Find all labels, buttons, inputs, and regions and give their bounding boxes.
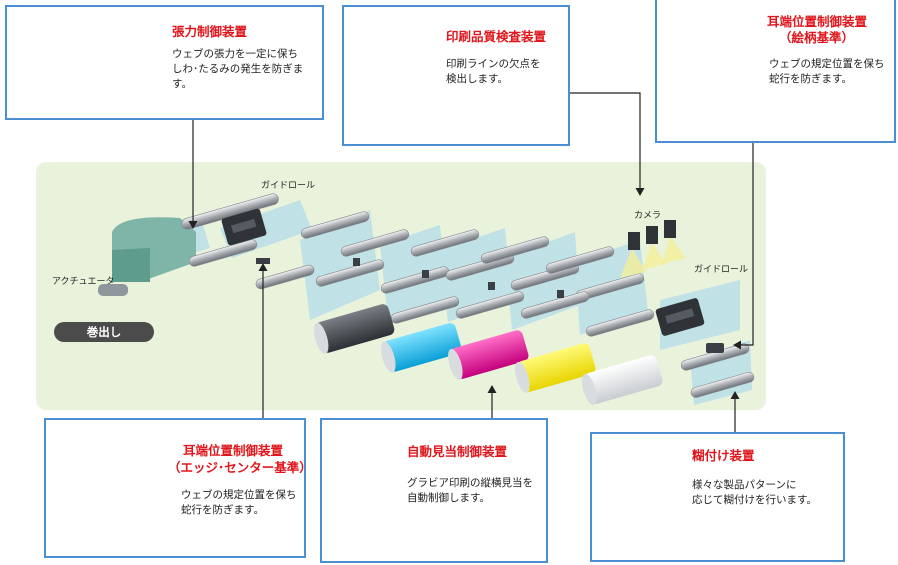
tension-control-desc-1: ウェブの張力を一定に保ち [172,48,298,60]
print-cylinders [313,304,663,405]
gluing-box: 糊付け装置 様々な製品パターンに 応じて糊付けを行います。 [590,432,845,562]
epc-pattern-desc-2: 蛇行を防ぎます。 [769,73,852,85]
tension-control-box: 張力制御装置 ウェブの張力を一定に保ち しわ･たるみの発生を防ぎま す。 [5,5,324,120]
print-inspection-desc-1: 印刷ラインの欠点を [446,58,541,70]
epc-pattern-title-1: 耳端位置制御装置 [767,14,868,29]
register-control-box: 自動見当制御装置 グラビア印刷の縦横見当を 自動制御します。 [320,418,548,563]
camera-icon [620,220,686,278]
epc-edge-title-1: 耳端位置制御装置 [183,443,284,458]
register-control-title: 自動見当制御装置 [407,444,508,459]
print-inspection-box: 印刷品質検査装置 印刷ラインの欠点を 検出します。 [342,5,570,146]
tension-control-title: 張力制御装置 [172,24,248,39]
connector-arrowheads [188,188,741,399]
unwind-stand [98,217,196,296]
epc-edge-desc-1: ウェブの規定位置を保ち [181,489,297,501]
register-control-desc-1: グラビア印刷の縦横見当を [407,477,533,489]
guide-roll-label-2: ガイドロール [694,265,749,275]
guide-roll-unit [221,208,705,336]
actuator-label: アクチュエータ [52,277,115,287]
gluing-desc-1: 様々な製品パターンに [692,479,797,491]
unwind-label: 巻出し [54,322,154,342]
gluing-title: 糊付け装置 [692,448,755,463]
tension-control-desc-2: しわ･たるみの発生を防ぎま [172,63,304,75]
roller-icon [181,193,755,398]
epc-edge-desc-2: 蛇行を防ぎます。 [181,504,264,516]
epc-pattern-desc-1: ウェブの規定位置を保ち [769,58,885,70]
epc-edge-title-2: （エッジ･センター基準） [168,460,312,475]
camera-label: カメラ [634,211,662,221]
tension-control-desc-3: す。 [172,78,192,90]
epc-pattern-box: 耳端位置制御装置 （絵柄基準） ウェブの規定位置を保ち 蛇行を防ぎます。 [655,0,896,143]
epc-edge-box: 耳端位置制御装置 （エッジ･センター基準） ウェブの規定位置を保ち 蛇行を防ぎま… [44,418,312,558]
sensor-blocks [256,258,724,353]
register-control-desc-2: 自動制御します。 [407,492,490,504]
guide-roll-label-1: ガイドロール [261,181,316,191]
gluing-desc-2: 応じて糊付けを行います。 [692,494,817,506]
print-inspection-desc-2: 検出します。 [446,73,508,85]
epc-pattern-title-2: （絵柄基準） [779,30,855,45]
connector-lines [192,92,754,434]
print-inspection-title: 印刷品質検査装置 [446,29,547,44]
